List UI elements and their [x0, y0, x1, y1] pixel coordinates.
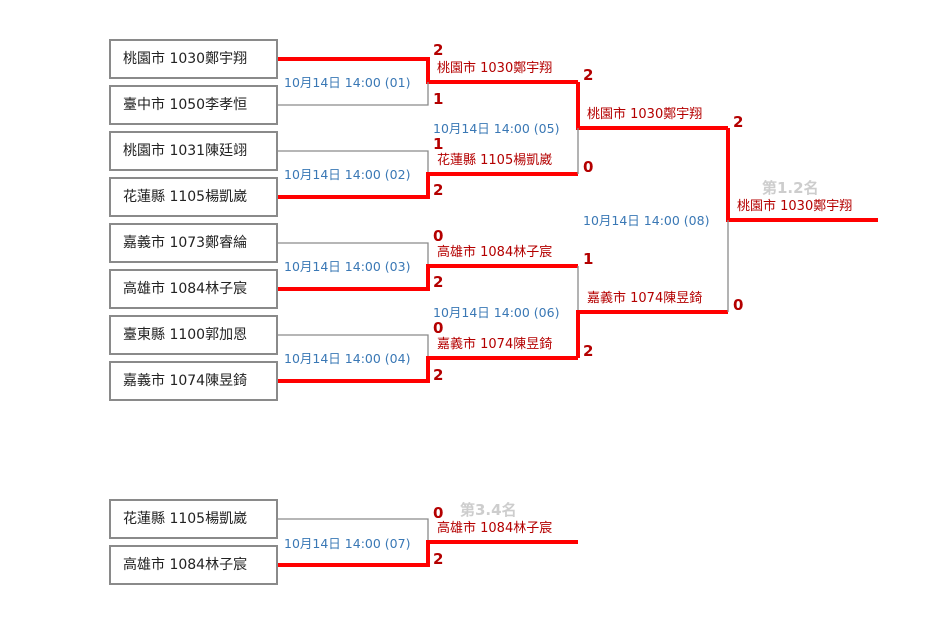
score: 2 [733, 113, 744, 131]
place-title-third-fourth: 第3.4名 [460, 501, 517, 519]
match-04-loser-line [278, 334, 429, 358]
match-06-winner-line [576, 310, 728, 358]
match-04-winner-line [278, 356, 578, 383]
match-02-winner-line [278, 172, 578, 199]
match-label-02[interactable]: 10月14日 14:00 (02) [284, 167, 411, 182]
score: 2 [433, 273, 444, 291]
winner-name: 高雄市 1084林子宸 [437, 245, 553, 260]
match-01-winner-line [278, 57, 578, 84]
place-title-first-second: 第1.2名 [762, 179, 819, 197]
match-label-03[interactable]: 10月14日 14:00 (03) [284, 259, 411, 274]
winner-name: 桃園市 1030鄭宇翔 [587, 107, 703, 122]
winner-name: 花蓮縣 1105楊凱崴 [437, 153, 553, 168]
winner-name: 嘉義市 1074陳昱錡 [587, 291, 703, 306]
player-box[interactable]: 花蓮縣 1105楊凱崴 [109, 499, 278, 539]
winner-name: 桃園市 1030鄭宇翔 [437, 61, 553, 76]
match-label-08[interactable]: 10月14日 14:00 (08) [583, 213, 710, 228]
score: 2 [583, 342, 594, 360]
winner-name: 桃園市 1030鄭宇翔 [737, 199, 853, 214]
player-box[interactable]: 桃園市 1031陳廷翊 [109, 131, 278, 171]
match-02-loser-line [278, 150, 429, 174]
player-box[interactable]: 臺中市 1050李孝恒 [109, 85, 278, 125]
player-box[interactable]: 嘉義市 1074陳昱錡 [109, 361, 278, 401]
score: 2 [433, 181, 444, 199]
match-label-05[interactable]: 10月14日 14:00 (05) [433, 121, 560, 136]
player-box[interactable]: 高雄市 1084林子宸 [109, 545, 278, 585]
score: 1 [433, 90, 444, 108]
score: 0 [583, 158, 594, 176]
score: 1 [583, 250, 594, 268]
score: 2 [433, 41, 444, 59]
winner-name: 高雄市 1084林子宸 [437, 521, 553, 536]
match-03-loser-line [278, 242, 429, 266]
match-01-loser-line [278, 82, 429, 106]
score: 0 [433, 319, 444, 337]
score: 2 [583, 66, 594, 84]
match-label-01[interactable]: 10月14日 14:00 (01) [284, 75, 411, 90]
player-box[interactable]: 嘉義市 1073鄭睿綸 [109, 223, 278, 263]
match-07-loser-line [278, 518, 429, 542]
score: 1 [433, 135, 444, 153]
player-box[interactable]: 桃園市 1030鄭宇翔 [109, 39, 278, 79]
player-box[interactable]: 臺東縣 1100郭加恩 [109, 315, 278, 355]
match-label-07[interactable]: 10月14日 14:00 (07) [284, 536, 411, 551]
match-label-04[interactable]: 10月14日 14:00 (04) [284, 351, 411, 366]
player-box[interactable]: 高雄市 1084林子宸 [109, 269, 278, 309]
score: 0 [433, 227, 444, 245]
score: 2 [433, 366, 444, 384]
score: 0 [733, 296, 744, 314]
score: 2 [433, 550, 444, 568]
match-07-winner-line [278, 540, 578, 567]
player-box[interactable]: 花蓮縣 1105楊凱崴 [109, 177, 278, 217]
match-label-06[interactable]: 10月14日 14:00 (06) [433, 305, 560, 320]
winner-name: 嘉義市 1074陳昱錡 [437, 337, 553, 352]
score: 0 [433, 504, 444, 522]
match-03-winner-line [278, 264, 578, 291]
